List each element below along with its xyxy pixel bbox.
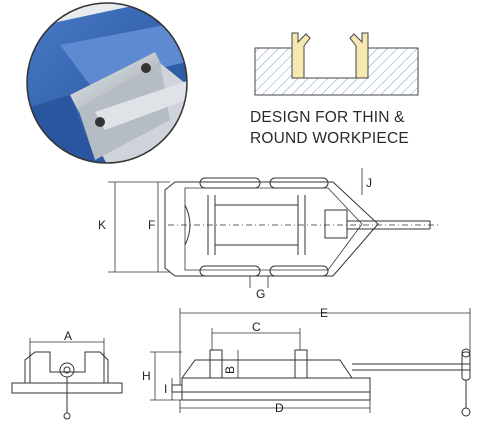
- caption-line-2: ROUND WORKPIECE: [250, 130, 409, 147]
- dim-label-e: E: [320, 306, 328, 320]
- side-view: [171, 348, 471, 417]
- top-view: [164, 177, 440, 277]
- dim-label-g: G: [256, 287, 265, 301]
- jaw-detail-photo: [26, 2, 188, 164]
- dim-label-d: D: [275, 401, 284, 415]
- front-view: [11, 351, 123, 420]
- front-view-dimension-lines: [29, 338, 105, 352]
- dim-label-a: A: [64, 329, 72, 343]
- side-view-dimension-lines: [150, 308, 471, 413]
- dim-label-k: K: [98, 218, 106, 232]
- dim-label-j: J: [366, 176, 372, 190]
- top-view-dimension-lines: [108, 168, 363, 288]
- design-caption: DESIGN FOR THIN & ROUND WORKPIECE: [250, 107, 480, 149]
- jaw-section-diagram: [254, 32, 419, 96]
- caption-line-1: DESIGN FOR THIN &: [250, 109, 405, 126]
- dim-label-h: H: [142, 369, 151, 383]
- dim-label-c: C: [252, 320, 261, 334]
- dim-label-i: I: [164, 382, 167, 396]
- dim-label-f: F: [148, 218, 155, 232]
- dim-label-b: B: [223, 366, 237, 374]
